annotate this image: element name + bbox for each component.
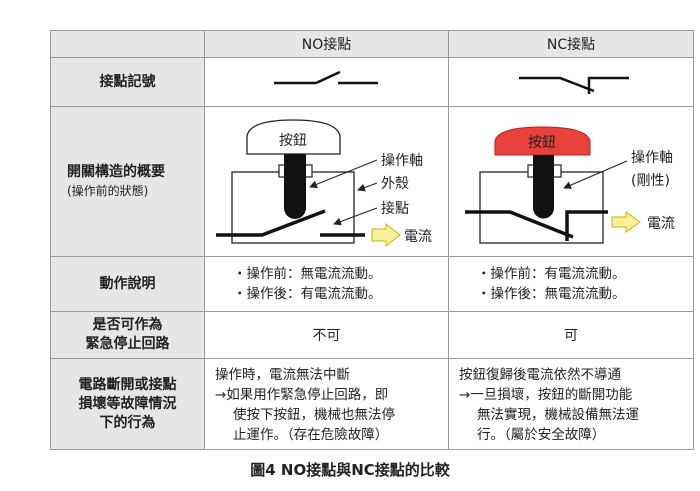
- text-line: →如果用作緊急停止回路，即: [215, 387, 389, 403]
- case-label: 外殼: [381, 176, 409, 192]
- text-line: →一旦損壞，按鈕的斷開功能: [459, 387, 633, 403]
- text-line: ・操作後：有電流流動。: [233, 286, 382, 302]
- label: 是否可作為: [92, 317, 163, 333]
- button-label: 按鈕: [528, 135, 556, 151]
- sublabel: (操作前的狀態): [67, 183, 149, 198]
- text-line: 止運作。（存在危險故障）: [233, 427, 389, 443]
- button-icon: [494, 126, 591, 156]
- header-nc-label: NC接點: [546, 37, 596, 53]
- nc-failure-cell: 按鈕復歸後電流依然不導通 →一旦損壞，按鈕的斷開功能 無法實現，機械設備無法運 …: [448, 358, 694, 450]
- shaft: [284, 154, 306, 219]
- text-line: ・操作前：有電流流動。: [477, 266, 626, 282]
- label: 接點記號: [99, 73, 156, 90]
- text-line: 按鈕復歸後電流依然不導通: [459, 367, 621, 383]
- header-nc: NC接點: [448, 30, 694, 58]
- shaft-label: 操作軸: [381, 153, 423, 169]
- button-icon: [246, 119, 341, 155]
- no-failure-cell: 操作時，電流無法中斷 →如果用作緊急停止回路，即 使按下按鈕，機械也無法停 止運…: [204, 358, 449, 450]
- button-label: 按鈕: [279, 133, 307, 149]
- nc-contact-symbol: [519, 76, 629, 94]
- no-contact-symbol: [274, 70, 378, 85]
- label: 損壞等故障情況: [78, 395, 177, 412]
- current-label: 電流: [404, 229, 432, 245]
- rigid-label: (剛性): [631, 173, 670, 189]
- text-line: ・操作後：無電流流動。: [477, 286, 626, 302]
- label: 開關構造的概要: [67, 163, 165, 180]
- text-line: 行。（屬於安全故障）: [477, 427, 606, 443]
- label: 電路斷開或接點: [78, 376, 177, 393]
- no-action-cell: ・操作前：無電流流動。 ・操作後：有電流流動。: [204, 256, 449, 312]
- figure-caption: 圖4 NO接點與NC接點的比較: [250, 461, 450, 479]
- current-arrow-icon: [371, 222, 401, 248]
- text-line: ・操作前：無電流流動。: [233, 266, 382, 282]
- no-switch-diagram: 按鈕 電流 操作軸 外殼 接點: [216, 119, 432, 248]
- value: 可: [564, 328, 578, 344]
- shaft-label: 操作軸: [631, 150, 673, 166]
- header-no: NO接點: [204, 30, 449, 58]
- text-line: 操作時，電流無法中斷: [215, 367, 350, 383]
- nc-switch-diagram: 按鈕 電流 操作軸 (剛性): [465, 126, 675, 244]
- label: 動作說明: [99, 275, 156, 292]
- text-line: 無法實現，機械設備無法運: [477, 407, 639, 423]
- row-failure-label: 電路斷開或接點 損壞等故障情況 下的行為: [50, 358, 205, 450]
- contact-label: 接點: [381, 200, 409, 217]
- row-structure-label: 開關構造的概要 (操作前的狀態): [50, 106, 205, 257]
- header-no-label: NO接點: [301, 37, 352, 53]
- row-emergency-label: 是否可作為 緊急停止回路: [50, 311, 205, 359]
- shaft: [533, 155, 554, 219]
- value: 不可: [312, 328, 341, 344]
- current-label: 電流: [647, 216, 675, 232]
- text-line: 使按下按鈕，機械也無法停: [233, 407, 395, 423]
- label: 下的行為: [99, 414, 156, 431]
- label: 緊急停止回路: [85, 336, 170, 352]
- current-arrow-icon: [611, 211, 641, 233]
